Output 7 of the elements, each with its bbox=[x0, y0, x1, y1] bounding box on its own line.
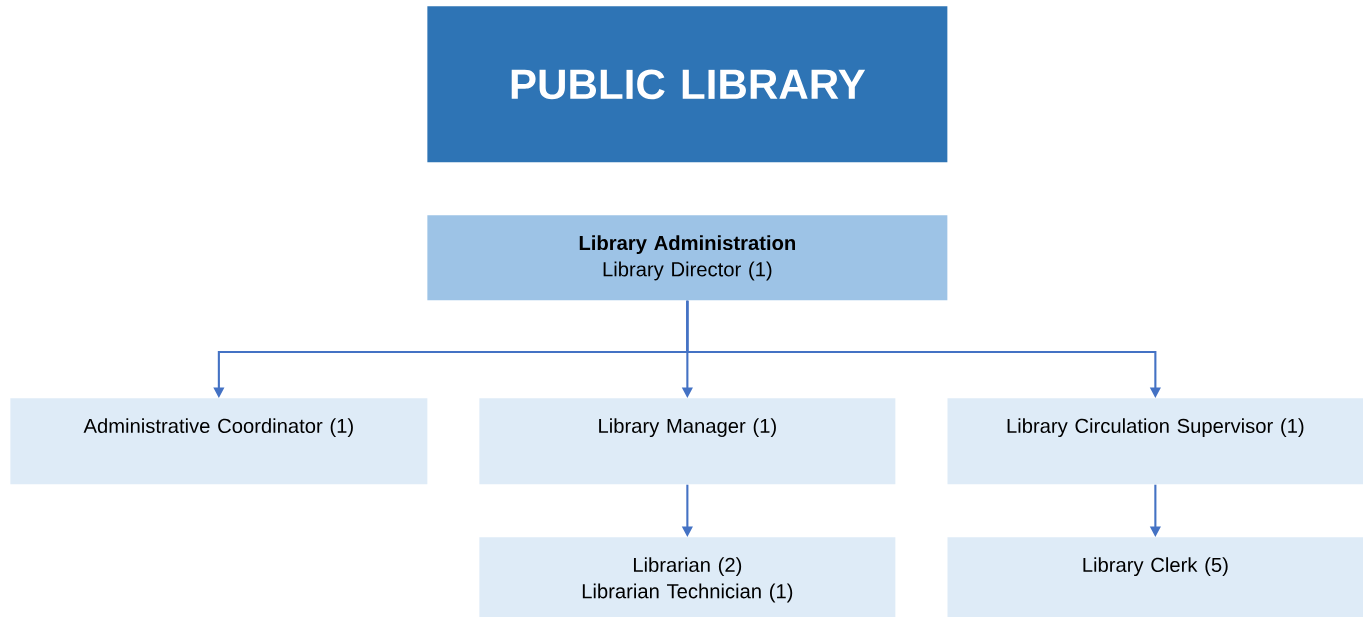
org-box: Library Administration Library Director (1) bbox=[427, 215, 948, 301]
org-box: Administrative Coordinator (1) bbox=[10, 398, 428, 485]
org-box: Library Circulation Supervisor (1) bbox=[947, 398, 1363, 485]
org-box: Library Manager (1) bbox=[479, 398, 896, 485]
org-box: Librarian (2) Librarian Technician (1) bbox=[479, 537, 896, 617]
title-box: PUBLIC LIBRARY bbox=[427, 6, 948, 163]
org-box: Library Clerk (5) bbox=[947, 537, 1363, 617]
